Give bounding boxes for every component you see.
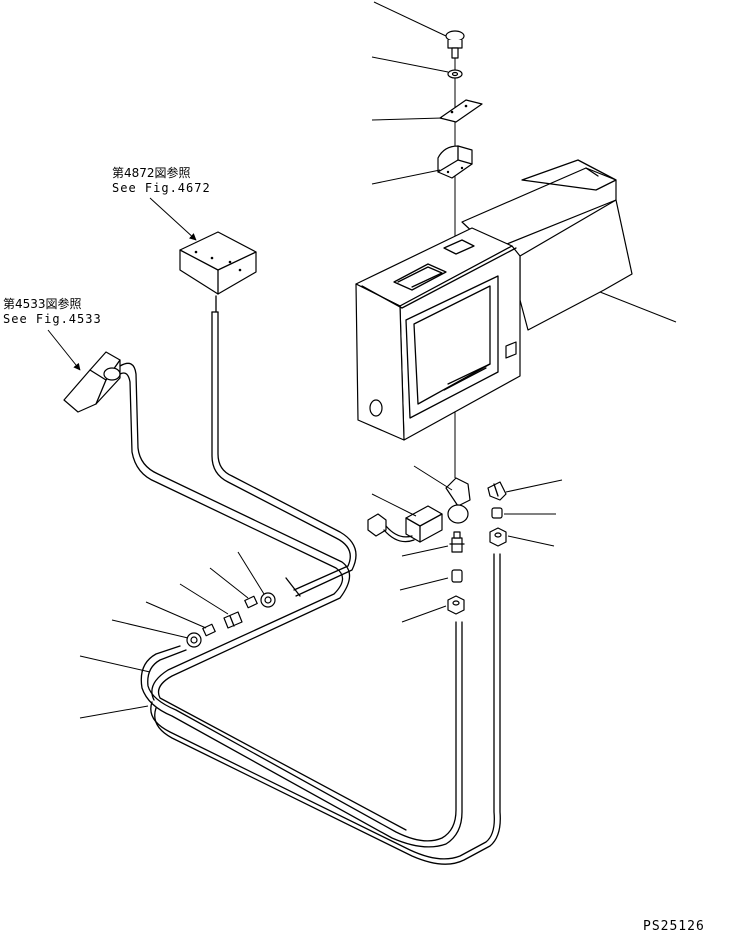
fittings-left-row (79, 551, 276, 719)
leader-line (79, 655, 151, 673)
figure-code: PS25126 (643, 919, 705, 934)
adapter-icon (244, 595, 258, 609)
elbow-icon (445, 477, 471, 507)
sleeve-icon (491, 507, 503, 519)
leader-line (373, 1, 447, 37)
leader-line (371, 56, 449, 73)
reference-en-text: See Fig.4533 (3, 312, 102, 326)
block-fig4672 (179, 231, 257, 295)
leader-line (401, 545, 449, 557)
valve-fig4533 (63, 351, 121, 413)
reference-label-4672: 第4872図参照 See Fig.4672 (112, 166, 211, 196)
leader-line (371, 117, 443, 121)
reference-jp-text: 第4872図参照 (112, 166, 191, 180)
washer-icon (447, 69, 463, 79)
leader-line (371, 493, 417, 517)
connector-icon (449, 531, 465, 553)
leader-line (505, 479, 563, 493)
tube-from-block (211, 295, 357, 597)
leader-line (599, 291, 677, 323)
leader-line (209, 567, 249, 599)
long-tube-loop-2 (150, 553, 501, 865)
leader-line (79, 705, 149, 719)
switch-assembly (367, 465, 471, 543)
reference-label-4533: 第4533図参照 See Fig.4533 (3, 297, 102, 327)
leader-line (111, 619, 189, 639)
reference-arrow-4533 (47, 329, 81, 371)
nut-icon (447, 595, 465, 615)
reference-arrow-4672 (149, 197, 197, 241)
nut-icon (489, 527, 507, 547)
fittings-right-column (487, 479, 563, 547)
console-box (355, 159, 677, 441)
reference-jp-text: 第4533図参照 (3, 297, 82, 311)
leader-line (145, 601, 207, 629)
bolt-icon (445, 30, 465, 59)
long-tube-loop-1 (140, 621, 463, 848)
tube-from-valve (119, 362, 407, 831)
leader-line (237, 551, 265, 595)
bracket-icon (437, 145, 473, 179)
top-fastener-stack (371, 1, 483, 478)
plate-icon (439, 99, 483, 123)
sleeve-icon (451, 569, 463, 583)
leader-line (401, 605, 447, 623)
reference-en-text: See Fig.4672 (112, 181, 211, 195)
fittings-middle-column (399, 531, 465, 623)
sleeve-icon (202, 623, 216, 637)
leader-line (507, 535, 555, 547)
leader-line (413, 465, 453, 491)
leader-line (179, 583, 229, 615)
union-icon (223, 611, 243, 629)
elbow-fitting-icon (487, 481, 507, 501)
leader-line (399, 577, 449, 591)
nut-icon (260, 592, 276, 608)
leader-line (371, 169, 441, 185)
nut-icon (186, 632, 202, 648)
